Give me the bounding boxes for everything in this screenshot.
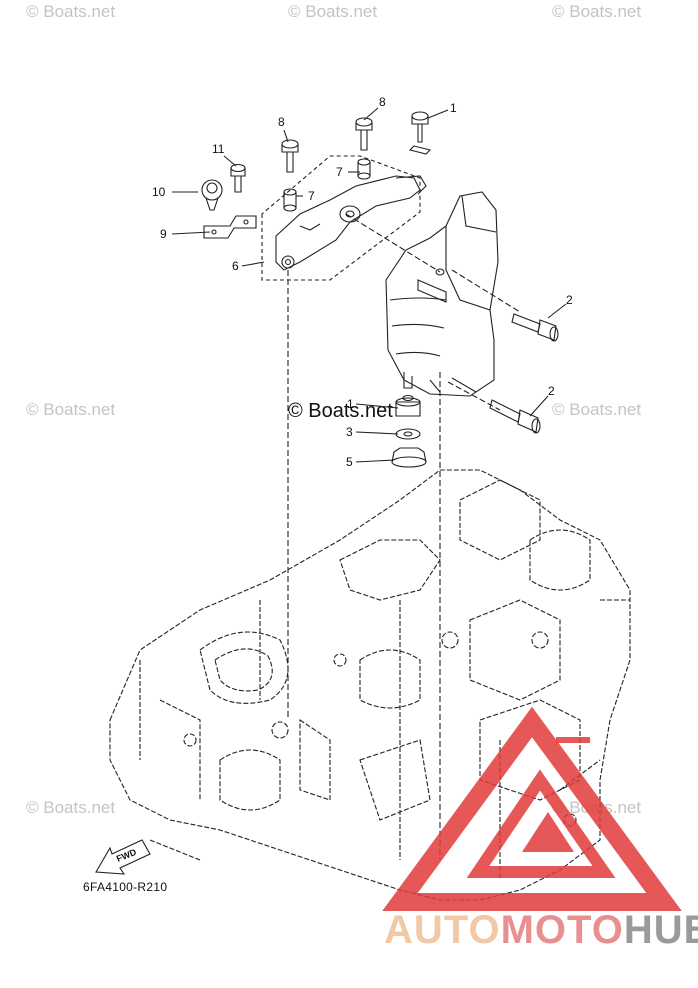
part-code: 6FA4100-R210 bbox=[83, 880, 168, 894]
bolt-1 bbox=[408, 111, 432, 155]
logo-triangle bbox=[382, 706, 682, 911]
collar-7-right bbox=[357, 158, 371, 180]
callout-1: 1 bbox=[347, 397, 354, 411]
washer-3 bbox=[395, 428, 421, 440]
bracket-6 bbox=[275, 175, 427, 271]
fwd-arrow bbox=[95, 839, 151, 875]
watermark: © Boats.net bbox=[26, 2, 116, 21]
callout-11: 11 bbox=[212, 142, 225, 156]
collar-7-left bbox=[283, 188, 297, 212]
brand-moto: MOTO bbox=[500, 908, 624, 952]
bolt-2-upper bbox=[511, 313, 559, 342]
watermark: © Boats.net bbox=[26, 400, 116, 419]
callout-2: 2 bbox=[566, 293, 573, 307]
callout-8: 8 bbox=[278, 115, 285, 129]
nut-1 bbox=[395, 394, 421, 417]
callout-3: 3 bbox=[346, 425, 353, 439]
bolt-11 bbox=[230, 163, 246, 193]
callout-7: 7 bbox=[308, 189, 315, 203]
callout-5: 5 bbox=[346, 455, 353, 469]
bolt-8-right bbox=[355, 117, 373, 151]
callout-1: 1 bbox=[450, 101, 457, 115]
watermark: © Boats.net bbox=[552, 2, 642, 21]
watermark: © Boats.net bbox=[26, 798, 116, 817]
callout-2: 2 bbox=[548, 384, 555, 398]
watermark: © Boats.net bbox=[288, 2, 378, 21]
brand-hub: HUB bbox=[623, 908, 698, 952]
callout-7: 7 bbox=[336, 165, 343, 179]
callout-6: 6 bbox=[232, 259, 239, 273]
callout-9: 9 bbox=[160, 227, 167, 241]
watermark: © Boats.net bbox=[552, 400, 642, 419]
bracket-outline bbox=[261, 155, 421, 281]
starter-motor bbox=[385, 191, 499, 397]
plate-9 bbox=[203, 215, 257, 239]
callout-10: 10 bbox=[152, 185, 166, 199]
callout-8: 8 bbox=[379, 95, 386, 109]
leader-lines bbox=[171, 107, 567, 463]
cover-5 bbox=[391, 447, 427, 468]
bolt-2-lower bbox=[489, 399, 541, 434]
bolt-8-left bbox=[281, 139, 299, 173]
brand-auto: AUTO bbox=[384, 908, 501, 952]
clip-10 bbox=[201, 179, 223, 211]
brand-logo-text: AUTOMOTOHUB bbox=[384, 908, 698, 953]
